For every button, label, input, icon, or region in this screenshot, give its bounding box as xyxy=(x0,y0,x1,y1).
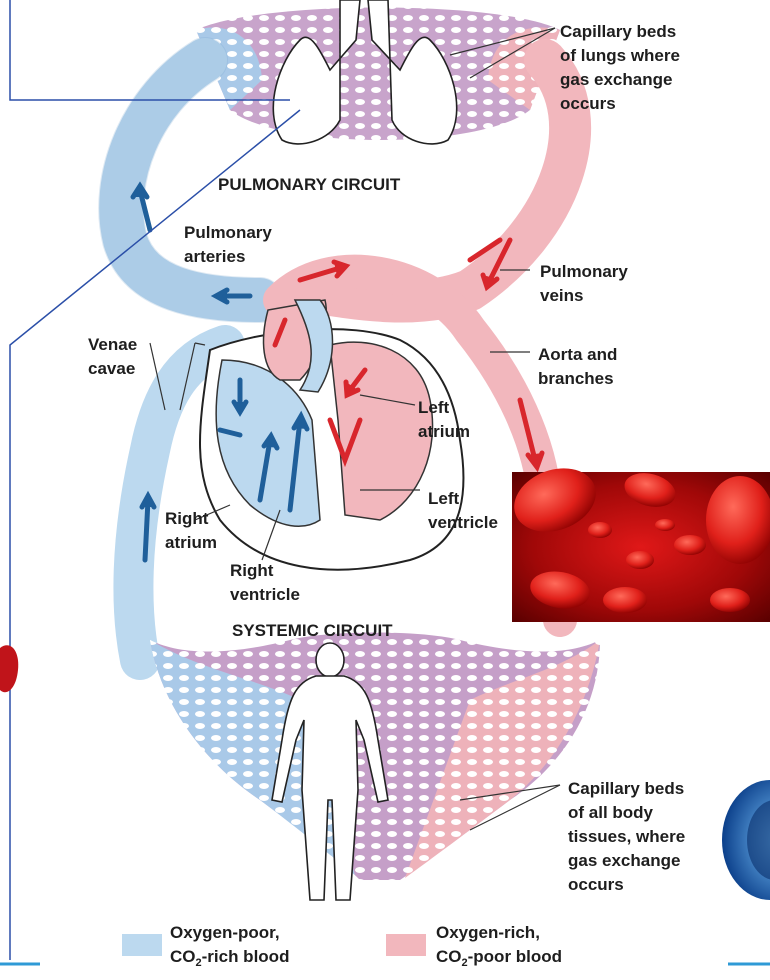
svg-text:Pulmonary: Pulmonary xyxy=(184,223,272,242)
legend-oxygen-rich-line2: CO2-poor blood xyxy=(436,947,562,969)
svg-text:occurs: occurs xyxy=(560,94,616,113)
svg-text:of all body: of all body xyxy=(568,803,654,822)
red-blood-cells-photo xyxy=(505,457,770,622)
svg-text:tissues, where: tissues, where xyxy=(568,827,685,846)
svg-text:Right: Right xyxy=(230,561,274,580)
svg-text:ventricle: ventricle xyxy=(230,585,300,604)
pulmonary-circuit-title: PULMONARY CIRCUIT xyxy=(218,175,401,194)
legend-oxygen-rich-line1: Oxygen-rich, xyxy=(436,923,540,942)
label-pulmonary-arteries: Pulmonary arteries xyxy=(184,223,272,266)
svg-text:Right: Right xyxy=(165,509,209,528)
svg-text:Capillary beds: Capillary beds xyxy=(560,22,676,41)
label-pulmonary-veins: Pulmonary veins xyxy=(540,262,628,305)
svg-text:Left: Left xyxy=(428,489,460,508)
svg-text:Pulmonary: Pulmonary xyxy=(540,262,628,281)
svg-text:Aorta and: Aorta and xyxy=(538,345,617,364)
svg-text:Capillary beds: Capillary beds xyxy=(568,779,684,798)
svg-text:gas exchange: gas exchange xyxy=(568,851,680,870)
label-capillary-lungs: Capillary beds of lungs where gas exchan… xyxy=(560,22,680,113)
svg-text:atrium: atrium xyxy=(418,422,470,441)
label-venae-cavae: Venae cavae xyxy=(88,335,137,378)
label-capillary-body: Capillary beds of all body tissues, wher… xyxy=(568,779,685,894)
legend-swatch-oxygen-rich xyxy=(386,934,426,956)
red-cell-fragment xyxy=(0,645,18,692)
svg-text:Left: Left xyxy=(418,398,450,417)
svg-text:atrium: atrium xyxy=(165,533,217,552)
svg-text:cavae: cavae xyxy=(88,359,135,378)
label-right-ventricle: Right ventricle xyxy=(230,561,300,604)
label-right-atrium: Right atrium xyxy=(165,509,217,552)
svg-text:arteries: arteries xyxy=(184,247,245,266)
svg-text:veins: veins xyxy=(540,286,583,305)
svg-text:occurs: occurs xyxy=(568,875,624,894)
legend-oxygen-poor-line1: Oxygen-poor, xyxy=(170,923,280,942)
svg-text:gas exchange: gas exchange xyxy=(560,70,672,89)
legend-swatch-oxygen-poor xyxy=(122,934,162,956)
legend-oxygen-poor-line2: CO2-rich blood xyxy=(170,947,289,969)
svg-text:ventricle: ventricle xyxy=(428,513,498,532)
legend: Oxygen-poor, CO2-rich blood Oxygen-rich,… xyxy=(122,923,562,969)
blue-cell-fragment xyxy=(722,780,770,900)
svg-text:of lungs where: of lungs where xyxy=(560,46,680,65)
svg-text:branches: branches xyxy=(538,369,614,388)
svg-text:Venae: Venae xyxy=(88,335,137,354)
label-aorta: Aorta and branches xyxy=(538,345,617,388)
systemic-circuit-title: SYSTEMIC CIRCUIT xyxy=(232,621,393,640)
